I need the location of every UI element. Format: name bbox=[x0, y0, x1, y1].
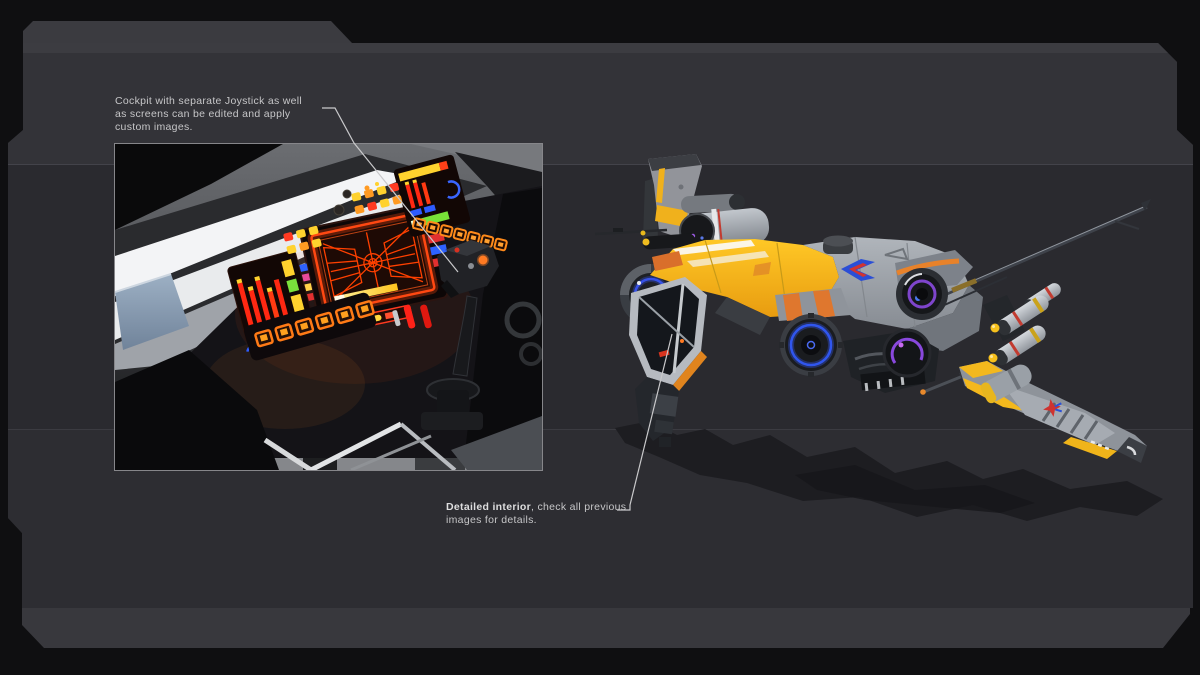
callout-interior-rest: , check all previous bbox=[531, 501, 627, 513]
tail-stabilizer bbox=[681, 193, 745, 214]
center-engine bbox=[775, 288, 851, 377]
tail-fin bbox=[643, 154, 702, 240]
right-lower-engine bbox=[882, 328, 932, 378]
callout-cockpit-line-3: custom images. bbox=[115, 121, 193, 133]
rotary-knob-small bbox=[342, 189, 352, 199]
callout-interior-text: Detailed interior, check all previous im… bbox=[446, 501, 626, 527]
callout-interior-line-1: Detailed interior, check all previous bbox=[446, 501, 626, 514]
button-row-bottom bbox=[244, 292, 377, 361]
joystick-orange-button bbox=[477, 254, 489, 266]
wing-star-emblem bbox=[1043, 399, 1063, 417]
indicator-light bbox=[375, 182, 379, 186]
callout-cockpit-text: Cockpit with separate Joystick as well a… bbox=[115, 95, 302, 134]
missile-pods bbox=[983, 283, 1061, 366]
joystick bbox=[421, 240, 499, 430]
ship-svg bbox=[594, 154, 1163, 521]
indicator-light bbox=[364, 185, 370, 191]
left-antenna bbox=[594, 228, 696, 250]
panel-top-highlight bbox=[8, 43, 1193, 53]
panel-divider-lower bbox=[8, 429, 1193, 430]
ship-shadow bbox=[615, 421, 1163, 521]
callout-interior-line-2: images for details. bbox=[446, 514, 537, 526]
right-upper-engine bbox=[895, 250, 973, 320]
cockpit-render-svg bbox=[115, 144, 542, 470]
cockpit-inset-image bbox=[114, 143, 543, 471]
wing-root-pod bbox=[980, 364, 1032, 404]
frame-tab-top-left bbox=[23, 21, 352, 43]
callout-cockpit-line-2: as screens can be edited and apply bbox=[115, 108, 291, 120]
red-toggle-switches bbox=[392, 304, 432, 329]
callout-interior-bold: Detailed interior bbox=[446, 501, 532, 513]
button-row-mid bbox=[283, 225, 322, 254]
callout-cockpit-line-1: Cockpit with separate Joystick as well bbox=[115, 95, 303, 107]
hull-emblem bbox=[841, 259, 875, 281]
rotary-knob bbox=[333, 204, 345, 216]
right-wing bbox=[959, 361, 1147, 463]
frame-footer-bar bbox=[22, 608, 1190, 648]
cockpit-canopy bbox=[629, 277, 707, 391]
antenna-boom bbox=[930, 199, 1151, 312]
panel-divider-upper bbox=[8, 164, 1193, 165]
ship-render-image bbox=[555, 145, 1180, 525]
seat-base-structure bbox=[115, 350, 542, 470]
